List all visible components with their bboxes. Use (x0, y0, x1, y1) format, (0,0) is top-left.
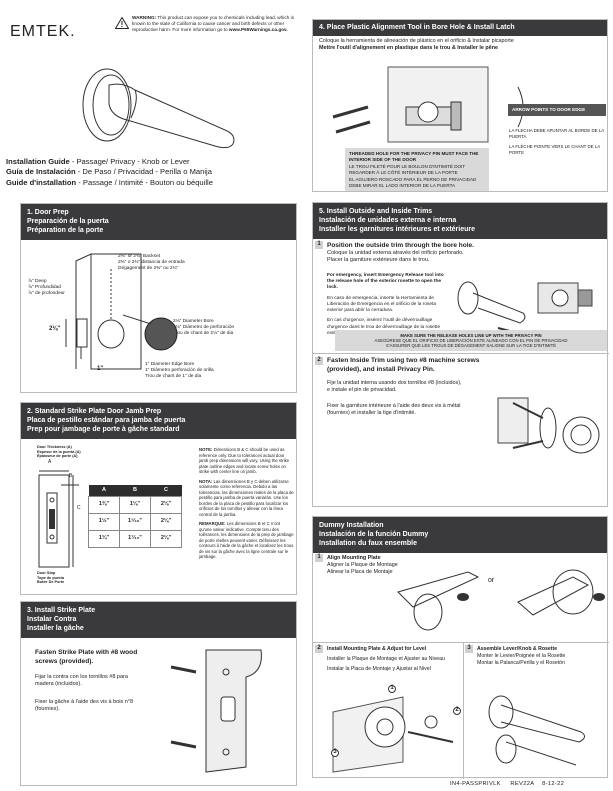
inside-trim-illustration (497, 397, 600, 454)
table-header: B (119, 485, 151, 496)
step-5-2-es: Fije la unidad interna usando dos tornil… (327, 380, 462, 394)
latch-illustration (332, 66, 524, 143)
warning-link[interactable]: www.P65Warnings.ca.gov. (228, 27, 288, 33)
dim-c: C (77, 505, 81, 511)
threaded-hole-note: THREADED HOLE FOR THE PRIVACY PIN MUST F… (345, 148, 489, 191)
doc-revision: REV22A (510, 781, 535, 787)
step-3-es: Fijar la contra con los tornillos #8 par… (35, 674, 128, 688)
edge-dim: 1" (97, 366, 104, 372)
step-5-2-en: Fasten Inside Trim using two #8 machine … (327, 357, 480, 373)
bore-dim: 2⅛" (49, 326, 61, 332)
step-3-en: Fasten Strike Plate with #8 wood screws … (35, 649, 138, 665)
callout-1: 1 (388, 685, 396, 693)
step-4-header: 4. Place Plastic Alignment Tool in Bore … (313, 20, 607, 36)
step-5-2-fr: Fixer la garniture intérieure à l'aide d… (327, 403, 461, 417)
dim-a: A (48, 459, 52, 465)
table-row: 1⅜"1⅛"2⅛" (88, 495, 182, 514)
step-4-latch: 4. Place Plastic Alignment Tool in Bore … (312, 19, 608, 192)
assemble-lever-illustration (488, 695, 585, 766)
brand-logo: EMTEK. (10, 23, 76, 40)
step-5-1-text: Position the outside trim through the bo… (327, 242, 474, 263)
emergency-text: For emergency, insert Emergency Release … (327, 273, 444, 336)
dummy-badge-2: 2 (315, 645, 323, 653)
table-header: C (150, 485, 182, 496)
callout-3: 3 (331, 749, 339, 757)
table-header: A (88, 485, 120, 496)
warning-text: This product can expose you to chemicals… (132, 15, 294, 33)
dummy-badge-3: 3 (465, 645, 473, 653)
doc-code: IN4-PASSPRIVLK (450, 781, 501, 787)
arrow-note: ARROW POINTS TO DOOR EDGE (508, 104, 606, 116)
strike-plate-illustration (170, 649, 262, 773)
strike-notes: NOTE: Dimensions B & C should be used as… (199, 447, 294, 559)
warning-block: ! WARNING: This product can expose you t… (115, 15, 302, 33)
arrow-note-es: LA FLECHA DEBE APUNTAR AL BORDE DE LA PU… (509, 128, 604, 139)
warning-triangle-icon: ! (115, 17, 129, 29)
door-thickness-label: Door Thickness (A)Espesor de la puerta (… (37, 445, 81, 459)
dummy-badge-1: 1 (315, 554, 323, 562)
table-row: 1½"1⁵⁄₁₆"2⅛" (88, 512, 182, 531)
step-4-es: Coloque la herramienta de alineación de … (319, 37, 514, 44)
or-label: or (488, 577, 495, 584)
warning-label: WARNING: (132, 15, 157, 20)
installation-guide-titles: Installation Guide - Passage/ Privacy - … (6, 157, 213, 187)
table-row: 1¾"1⁷⁄₁₆"2⅛" (88, 529, 182, 548)
footer: IN4-PASSPRIVLK REV22A 8-12-22 (450, 781, 564, 788)
dummy-step-2: Install Mounting Plate & Adjust for Leve… (327, 646, 445, 672)
step-5-badge-2: 2 (315, 357, 323, 365)
align-plate-illustration-2 (517, 569, 605, 616)
release-holes-note: MAKE SURE THE RELEASE HOLES LINE UP WITH… (335, 330, 607, 352)
install-plate-illustration (332, 696, 454, 773)
svg-text:!: ! (121, 20, 124, 29)
lever-illustration (82, 68, 235, 149)
door-prep-diagram (65, 253, 178, 370)
dim-b: B (69, 473, 73, 479)
align-plate-illustration-1 (397, 571, 480, 631)
callout-2: 2 (453, 707, 461, 715)
outside-trim-illustration (457, 281, 593, 334)
step-5-badge-1: 1 (315, 241, 323, 249)
arrow-note-fr: LA FLÈCHE POINTE VERS LE CHANT DE LA POR… (509, 144, 600, 155)
strike-dimension-table: A B C 1⅜"1⅛"2⅛" 1½"1⁵⁄₁₆"2⅛" 1¾"1⁷⁄₁₆"2⅛… (88, 485, 182, 548)
doc-date: 8-12-22 (542, 781, 565, 787)
step-4-fr: Mettre l'outil d'alignement en plastique… (319, 45, 498, 52)
strike-jamb-diagram (38, 470, 79, 568)
step-3-fr: Fixer la gâche à l'aide des vis à bois n… (35, 699, 134, 713)
